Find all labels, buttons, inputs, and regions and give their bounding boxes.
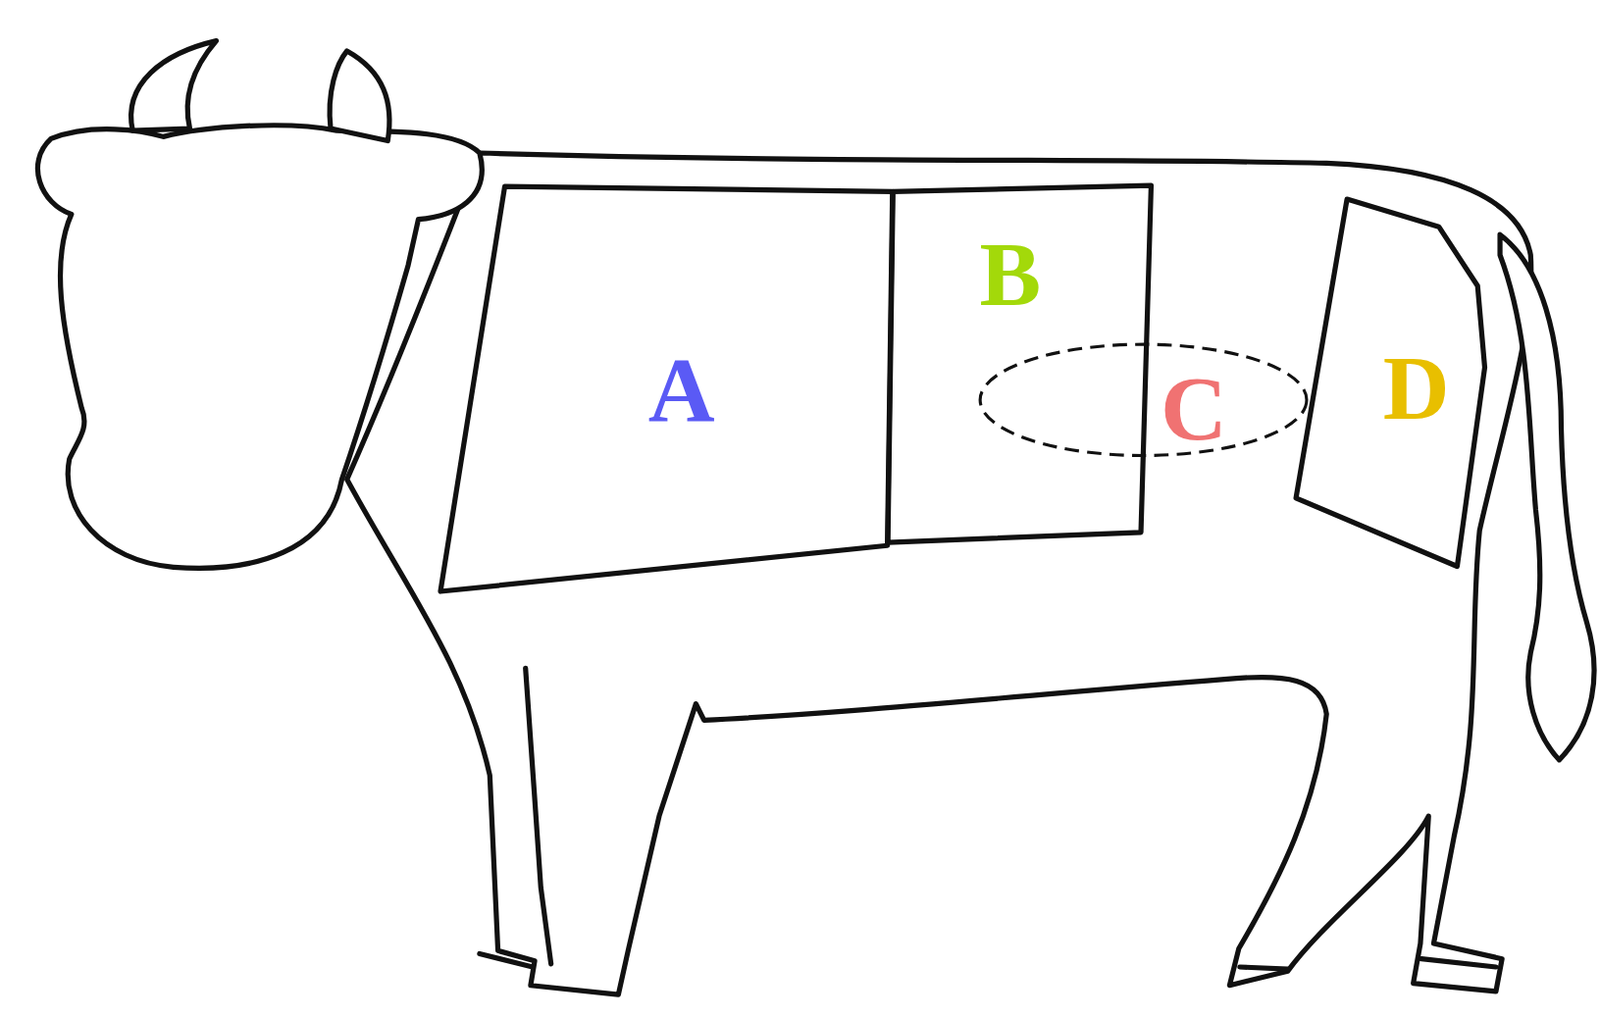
cut-region: D <box>1293 197 1489 575</box>
region-letter: A <box>648 343 716 436</box>
cow-leg <box>525 668 552 965</box>
cow-body <box>347 153 1532 995</box>
cow-tail <box>1499 234 1595 761</box>
cow-head <box>37 125 482 568</box>
region-letter: B <box>979 227 1041 320</box>
region-letter: C <box>1160 361 1228 455</box>
dashed-region: C <box>977 341 1310 460</box>
region-border <box>887 185 1151 543</box>
cut-region: B <box>885 181 1154 545</box>
cow-hoof <box>479 953 1497 970</box>
cow-horn <box>131 41 217 132</box>
region-outline <box>977 341 1310 460</box>
region-border <box>440 186 893 592</box>
cut-region: A <box>440 183 895 594</box>
region-border <box>980 345 1308 457</box>
region-letter: D <box>1383 341 1450 434</box>
cow-horn <box>329 51 390 142</box>
region-border <box>1295 199 1485 567</box>
